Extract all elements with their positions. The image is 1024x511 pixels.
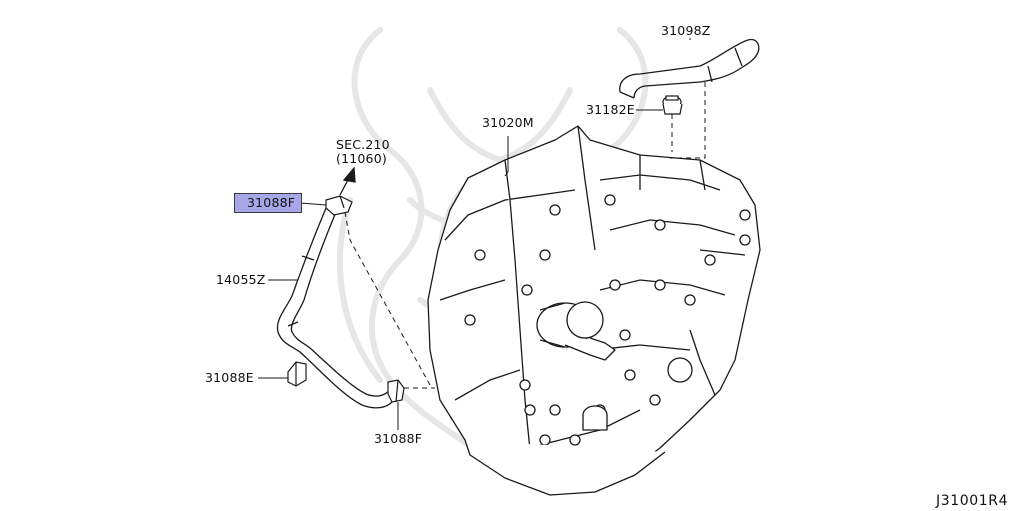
clip-31088e bbox=[287, 361, 307, 387]
clamp-31182e bbox=[662, 95, 683, 115]
dashed-lines bbox=[344, 82, 706, 389]
section-ref-line1[interactable]: SEC.210 bbox=[336, 137, 390, 152]
label-31088e[interactable]: 31088E bbox=[205, 370, 254, 385]
leader-lines bbox=[258, 38, 691, 430]
label-31088f-highlighted[interactable]: 31088F bbox=[234, 193, 303, 213]
hose-31098z bbox=[619, 38, 760, 99]
label-31182e[interactable]: 31182E bbox=[586, 102, 635, 117]
section-arrow bbox=[339, 166, 356, 196]
transmission-assembly bbox=[427, 125, 761, 496]
label-31088f-bottom[interactable]: 31088F bbox=[374, 431, 423, 446]
hose-14055z bbox=[276, 207, 393, 409]
label-31098z[interactable]: 31098Z bbox=[661, 23, 711, 38]
clip-31088f-top bbox=[325, 195, 353, 216]
diagram-code: J31001R4 bbox=[936, 493, 1009, 509]
section-ref-line2[interactable]: (11060) bbox=[336, 151, 387, 166]
clip-31088f-bottom bbox=[387, 379, 405, 403]
label-14055z[interactable]: 14055Z bbox=[216, 272, 266, 287]
label-31020m[interactable]: 31020M bbox=[482, 115, 534, 130]
